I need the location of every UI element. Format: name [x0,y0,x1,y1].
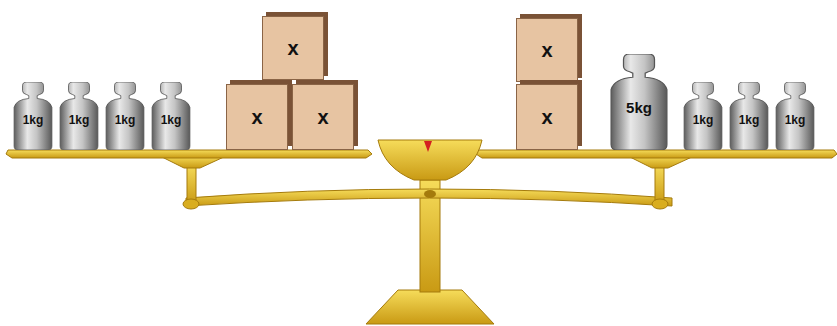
variable-label: x [251,106,262,129]
weight-block: 1kg [104,82,146,150]
mass-label: 1kg [728,113,770,127]
left-hanger [187,164,196,204]
unknown-box: x [516,18,578,82]
scale-base [366,290,494,324]
left-joint [183,199,199,209]
mass-label: 1kg [682,113,724,127]
weight-block: 5kg [608,54,670,150]
pointer [424,141,432,152]
variable-label: x [317,106,328,129]
right-joint [652,199,668,209]
right-hanger [655,164,664,204]
unknown-box: x [226,84,288,150]
right-pan [476,150,837,158]
mass-label: 1kg [150,113,192,127]
weight-block: 1kg [12,82,54,150]
unknown-box: x [516,84,578,150]
weight-block: 1kg [150,82,192,150]
weight-block: 1kg [728,82,770,150]
unknown-box: x [292,84,354,150]
variable-label: x [541,106,552,129]
mass-label: 1kg [12,113,54,127]
unknown-box: x [262,16,324,80]
scale-beam [186,189,672,206]
weight-block: 1kg [682,82,724,150]
pivot [424,190,436,198]
mass-label: 1kg [774,113,816,127]
mass-label: 5kg [608,99,670,116]
mass-label: 1kg [104,113,146,127]
fulcrum-cup [378,140,482,180]
variable-label: x [541,39,552,62]
variable-label: x [287,37,298,60]
weight-block: 1kg [58,82,100,150]
weight-block: 1kg [774,82,816,150]
mass-label: 1kg [58,113,100,127]
left-pan [6,150,372,158]
